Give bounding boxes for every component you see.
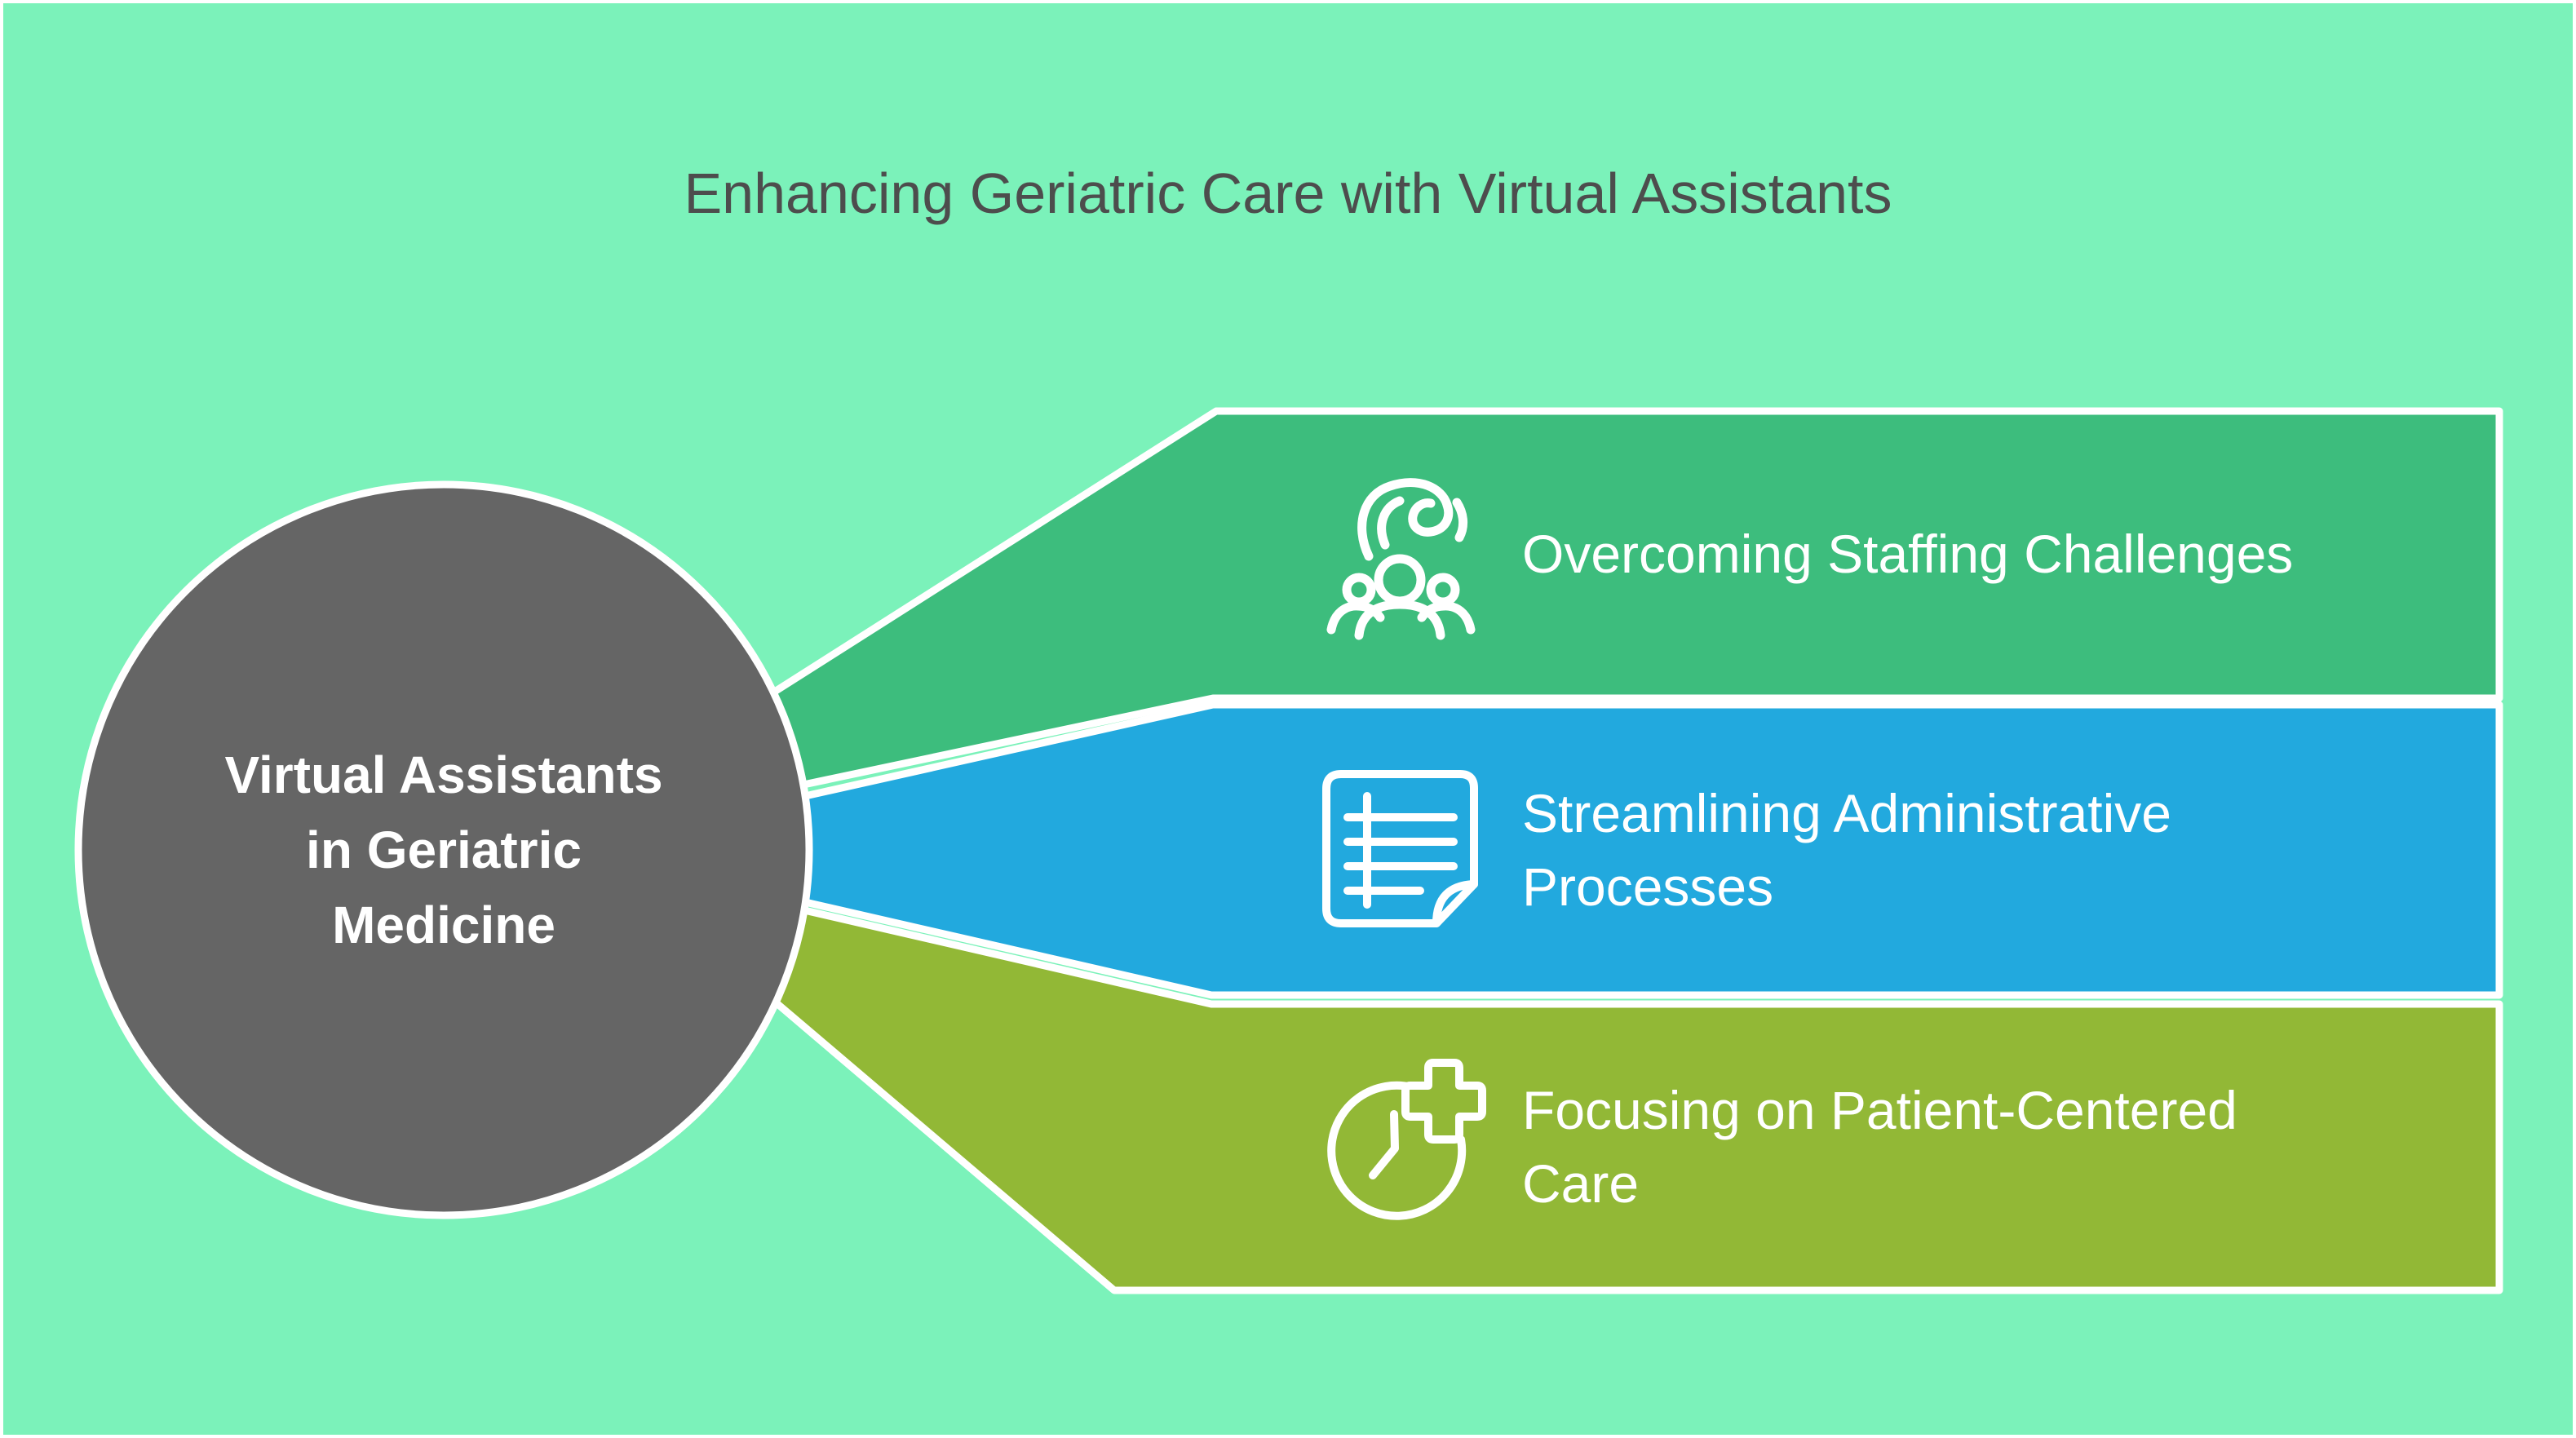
banner-label-line: Processes bbox=[1522, 856, 1774, 917]
hub-label-line: Virtual Assistants bbox=[224, 746, 663, 804]
banner-label-staffing: Overcoming Staffing Challenges bbox=[1522, 517, 2501, 591]
hub-circle bbox=[74, 480, 813, 1219]
banner-label-admin: Streamlining Administrative Processes bbox=[1522, 777, 2501, 923]
banner-label-line: Focusing on Patient-Centered bbox=[1522, 1080, 2237, 1140]
banner-label-patient: Focusing on Patient-Centered Care bbox=[1522, 1073, 2501, 1220]
diagram-shapes bbox=[74, 407, 2503, 1294]
hub-label-line: Medicine bbox=[332, 896, 555, 954]
hub-label-line: in Geriatric bbox=[306, 821, 582, 879]
banner-label-line: Care bbox=[1522, 1153, 1640, 1214]
clock-plus-icon bbox=[1327, 1059, 1486, 1220]
page-title: Enhancing Geriatric Care with Virtual As… bbox=[684, 161, 1892, 225]
hand-over-people-icon bbox=[1326, 478, 1476, 640]
banner-label-line: Streamlining Administrative bbox=[1522, 783, 2171, 843]
hub-label: Virtual Assistants in Geriatric Medicine bbox=[77, 737, 811, 962]
document-list-icon bbox=[1322, 770, 1478, 927]
banner-label-line: Overcoming Staffing Challenges bbox=[1522, 524, 2294, 584]
